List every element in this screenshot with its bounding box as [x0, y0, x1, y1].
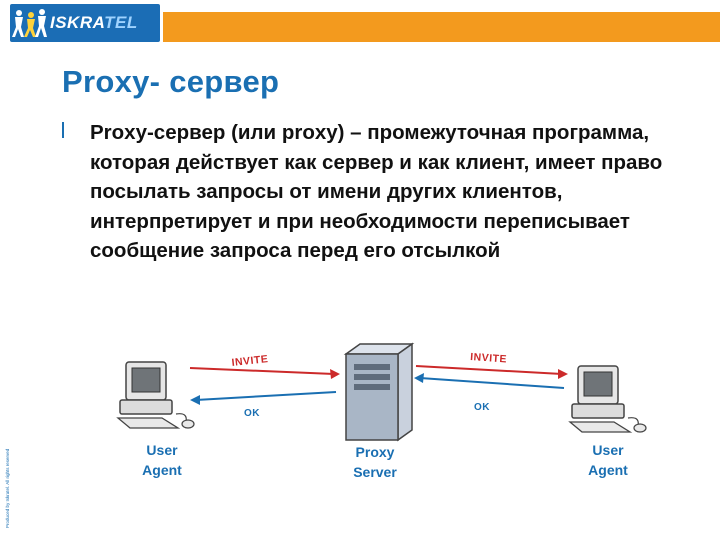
- right-invite-label: INVITE: [470, 351, 508, 366]
- left-computer-icon: [116, 361, 195, 429]
- bullet-text: Proxy-сервер (или proxy) – промежуточная…: [90, 121, 663, 262]
- right-ok-arrow: [414, 373, 565, 389]
- slide-title: Proxy- сервер: [62, 64, 280, 99]
- copyright-text: Produced by Iskratel. All rights reserve…: [5, 448, 10, 528]
- left-agent-label-line1: User: [146, 442, 178, 458]
- header-accent-bar: [163, 12, 720, 42]
- server-label-line2: Server: [353, 464, 397, 480]
- right-agent-label-line2: Agent: [588, 462, 628, 478]
- copyright-side-text: Produced by Iskratel. All rights reserve…: [5, 448, 10, 528]
- right-invite-arrow: [415, 365, 568, 379]
- right-agent-label-line1: User: [592, 442, 624, 458]
- server-label-line1: Proxy: [356, 444, 395, 460]
- proxy-diagram: INVITE OK INVITE OK User Agent Proxy Ser…: [116, 342, 647, 480]
- left-ok-arrow: [190, 391, 337, 405]
- left-invite-label: INVITE: [231, 353, 269, 369]
- iskratel-logo: ISKRATEL: [10, 4, 160, 42]
- left-invite-arrow: [189, 367, 340, 379]
- right-ok-label: OK: [474, 402, 490, 413]
- logo-figures-icon: [10, 4, 50, 42]
- left-agent-label-line2: Agent: [142, 462, 182, 478]
- left-ok-label: OK: [244, 408, 260, 419]
- right-computer-icon: [568, 365, 647, 433]
- proxy-server-icon: [343, 342, 415, 442]
- logo-wordmark: ISKRATEL: [50, 13, 138, 32]
- header-bar: ISKRATEL: [0, 0, 720, 46]
- bullet-marker-icon: [62, 122, 68, 138]
